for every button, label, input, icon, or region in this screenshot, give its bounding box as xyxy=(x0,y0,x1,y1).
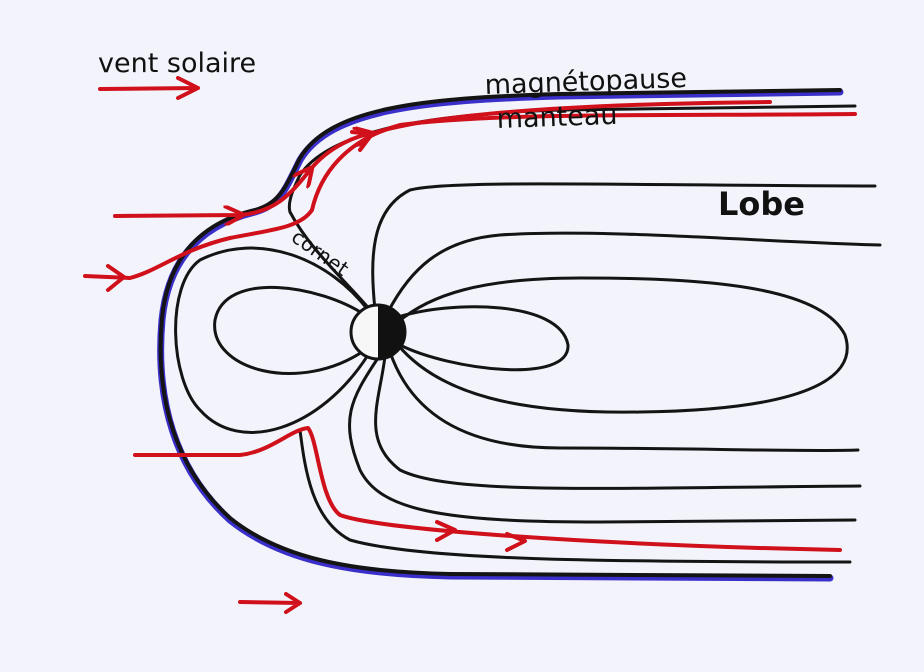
lobe-field-line-1 xyxy=(371,182,877,312)
flow-arrowhead-left xyxy=(106,264,126,292)
lobe-field-line-5 xyxy=(348,356,857,524)
solar-wind-arrow-icon xyxy=(98,76,200,100)
plasma-sheet-field-line xyxy=(396,276,849,414)
magnetopause-line xyxy=(158,88,842,578)
cusp-label: cornet xyxy=(287,224,353,280)
magnetopause-label: magnétopause xyxy=(484,63,687,101)
lower-boundary-line xyxy=(298,428,852,564)
lobe-field-line-4 xyxy=(374,354,862,490)
mantle-label: manteau xyxy=(496,100,618,135)
solar-wind-label: vent solaire xyxy=(98,48,256,79)
flow-arrowhead-upper xyxy=(350,130,374,152)
earth-icon xyxy=(349,303,407,361)
plasma-flow-mantle xyxy=(83,112,857,280)
dayside-field-line-outer xyxy=(174,246,370,434)
solar-wind-arrow-lower-icon xyxy=(238,592,302,614)
dayside-field-line-inner xyxy=(213,285,367,375)
flow-arrowhead-lower-2 xyxy=(505,532,527,552)
flow-arrowhead-lower-1 xyxy=(435,520,457,542)
lobe-label: Lobe xyxy=(718,185,805,223)
lobe-field-line-2 xyxy=(386,231,882,314)
nightside-field-line-small xyxy=(393,305,570,372)
lobe-field-line-3 xyxy=(388,350,860,453)
plasma-flow-lower xyxy=(133,426,842,552)
magnetopause-highlight xyxy=(157,88,844,582)
